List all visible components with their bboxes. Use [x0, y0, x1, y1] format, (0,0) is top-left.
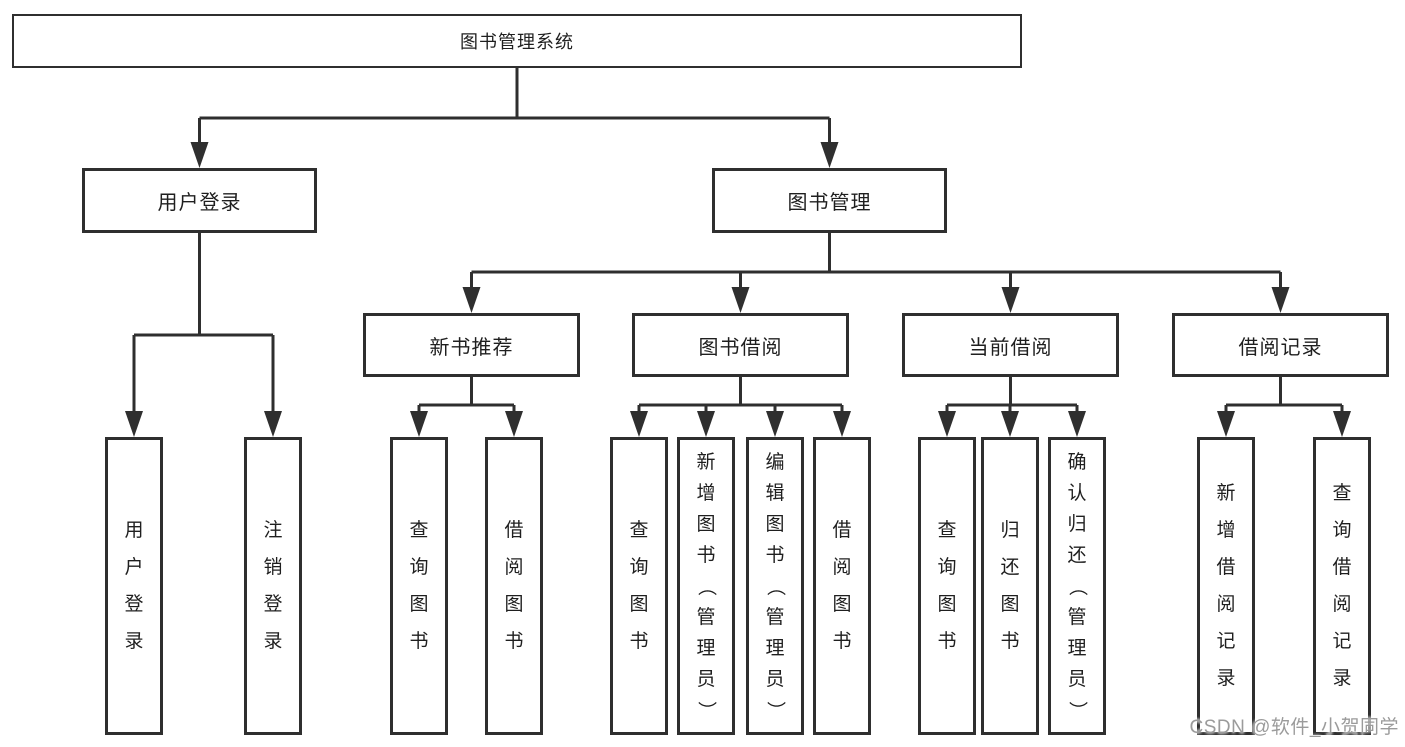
arrowheads	[125, 142, 1351, 437]
leaf-confirm-return-admin: 确认归还（管理员）	[1048, 437, 1106, 735]
leaf-borrow-books-2-label: 借阅图书	[832, 520, 852, 652]
leaf-query-books-2: 查询图书	[610, 437, 668, 735]
leaf-user-login: 用户登录	[105, 437, 163, 735]
leaf-query-books-1-label: 查询图书	[409, 520, 429, 652]
leaf-add-books-admin-label: 新增图书（管理员）	[695, 451, 717, 720]
node-book-borrowing: 图书借阅	[632, 313, 849, 377]
node-borrowing-records: 借阅记录	[1172, 313, 1389, 377]
leaf-borrow-books-1: 借阅图书	[485, 437, 543, 735]
leaf-query-borrow-record: 查询借阅记录	[1313, 437, 1371, 735]
node-user-login-label: 用户登录	[157, 192, 242, 214]
leaf-add-borrow-record: 新增借阅记录	[1197, 437, 1255, 735]
node-new-book-recommend-label: 新书推荐	[429, 336, 514, 359]
node-new-book-recommend: 新书推荐	[363, 313, 580, 377]
node-user-login: 用户登录	[82, 168, 317, 233]
leaf-add-books-admin: 新增图书（管理员）	[677, 437, 735, 735]
node-book-management-label: 图书管理	[787, 192, 872, 214]
leaf-logout-label: 注销登录	[263, 520, 283, 652]
leaf-query-books-3: 查询图书	[918, 437, 976, 735]
node-current-borrowing-label: 当前借阅	[968, 336, 1053, 359]
node-current-borrowing: 当前借阅	[902, 313, 1119, 377]
leaf-add-borrow-record-label: 新增借阅记录	[1216, 483, 1236, 689]
node-book-management: 图书管理	[712, 168, 947, 233]
leaf-query-books-3-label: 查询图书	[937, 520, 957, 652]
node-root: 图书管理系统	[12, 14, 1022, 68]
node-borrowing-records-label: 借阅记录	[1238, 336, 1323, 359]
leaf-user-login-label: 用户登录	[124, 520, 144, 652]
leaf-return-books-label: 归还图书	[1000, 520, 1020, 652]
csdn-watermark: CSDN @软件_小贺同学	[1189, 717, 1399, 738]
node-book-borrowing-label: 图书借阅	[698, 336, 783, 359]
leaf-query-books-2-label: 查询图书	[629, 520, 649, 652]
leaf-logout: 注销登录	[244, 437, 302, 735]
leaf-return-books: 归还图书	[981, 437, 1039, 735]
leaf-borrow-books-1-label: 借阅图书	[504, 520, 524, 652]
leaf-query-books-1: 查询图书	[390, 437, 448, 735]
leaf-confirm-return-admin-label: 确认归还（管理员）	[1066, 451, 1088, 720]
node-root-label: 图书管理系统	[460, 32, 574, 52]
leaf-query-borrow-record-label: 查询借阅记录	[1332, 483, 1352, 689]
leaf-edit-books-admin: 编辑图书（管理员）	[746, 437, 804, 735]
leaf-edit-books-admin-label: 编辑图书（管理员）	[764, 451, 786, 720]
leaf-borrow-books-2: 借阅图书	[813, 437, 871, 735]
